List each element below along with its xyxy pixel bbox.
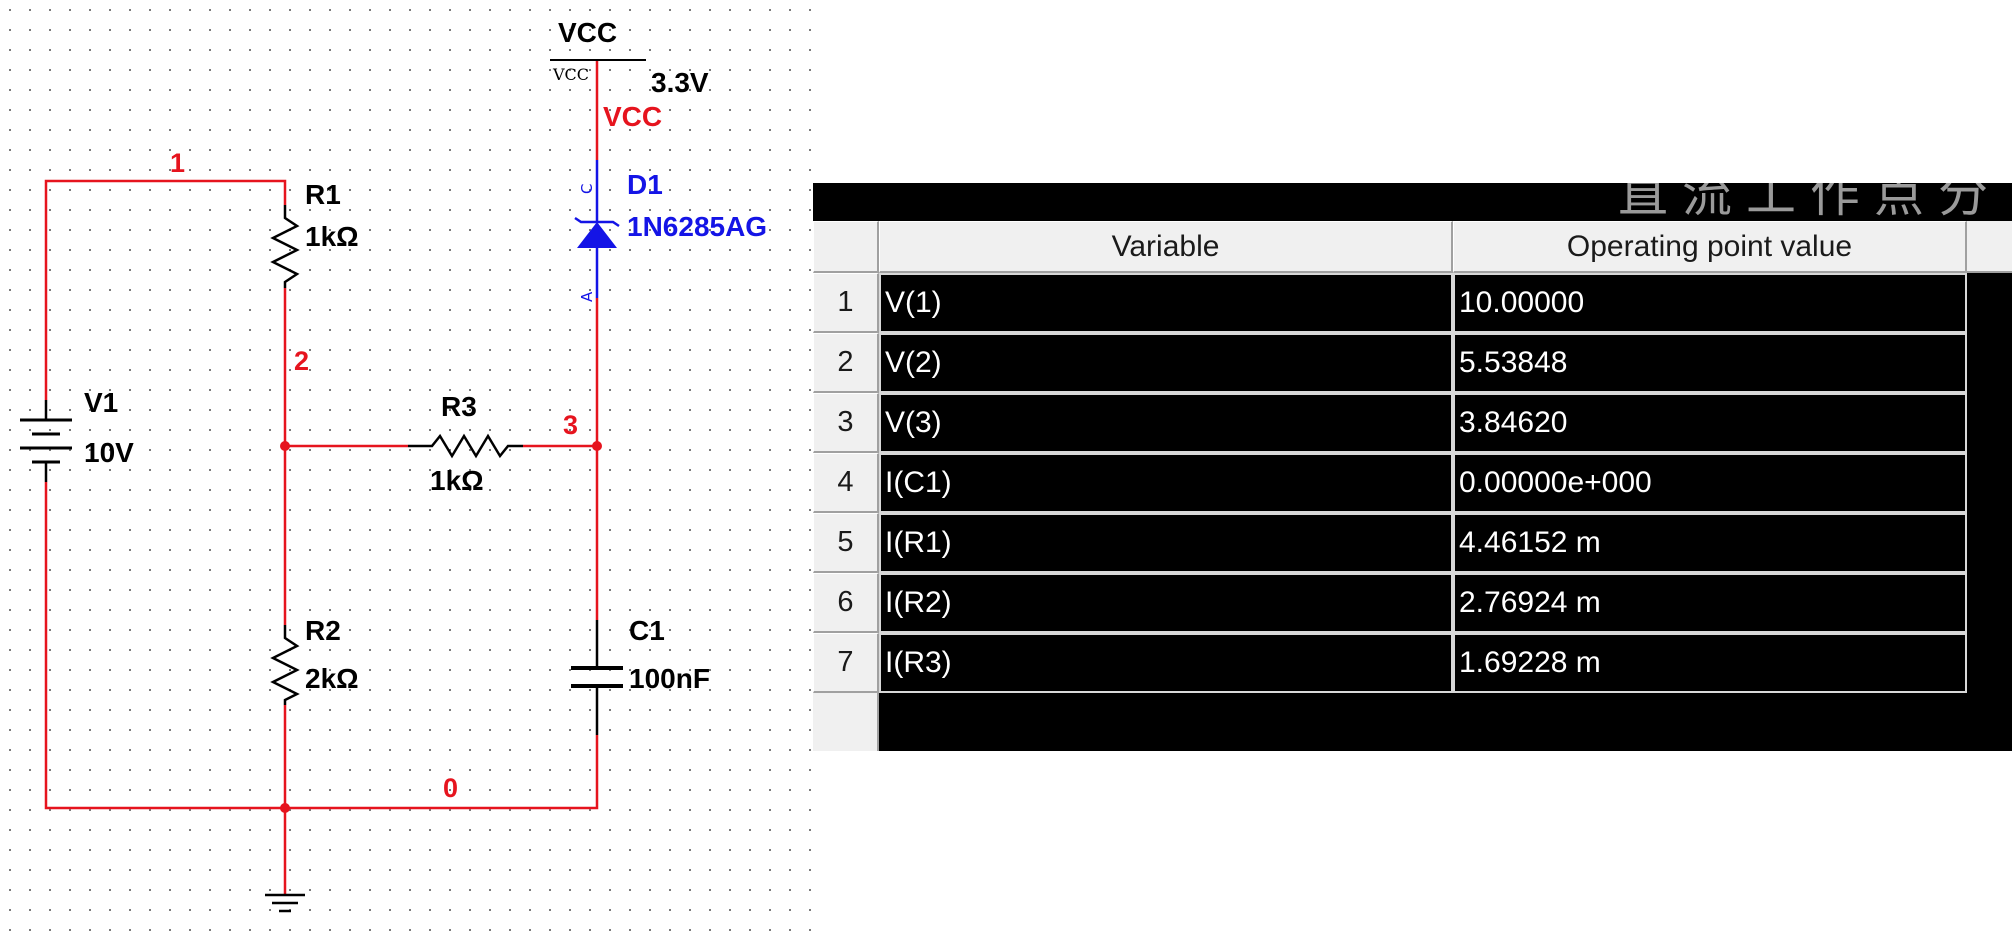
row-header[interactable]: 6 — [813, 573, 879, 633]
value-cell[interactable]: 10.00000 — [1453, 273, 1967, 333]
zener-diode-d1[interactable] — [574, 160, 620, 298]
header-filler — [1967, 221, 2012, 273]
value-cell[interactable]: 3.84620 — [1453, 393, 1967, 453]
v1-value-label: 10V — [84, 437, 134, 468]
blank-row-header — [813, 693, 879, 751]
value-cell[interactable]: 0.00000e+000 — [1453, 453, 1967, 513]
row-header[interactable]: 3 — [813, 393, 879, 453]
c1-ref-label: C1 — [629, 615, 665, 646]
vcc-net-label: VCC — [603, 101, 662, 132]
variable-cell[interactable]: I(R2) — [879, 573, 1453, 633]
resistor-r3[interactable] — [408, 433, 523, 459]
corner-header[interactable] — [813, 221, 879, 273]
node-2-label: 2 — [294, 346, 309, 376]
node-1-label: 1 — [170, 148, 185, 178]
row-header[interactable]: 4 — [813, 453, 879, 513]
node-3-label: 3 — [563, 410, 578, 440]
column-header-operating-point-value[interactable]: Operating point value — [1453, 221, 1967, 273]
r2-value-label: 2kΩ — [305, 663, 359, 694]
variable-cell[interactable]: V(1) — [879, 273, 1453, 333]
vcc-pin-label: VCC — [552, 65, 589, 84]
row-header[interactable]: 7 — [813, 633, 879, 693]
value-cell[interactable]: 2.76924 m — [1453, 573, 1967, 633]
d1-ref-label: D1 — [627, 169, 663, 200]
d1-pin-c-label: C — [578, 184, 596, 194]
panel-title: 直流工作点分 — [1618, 183, 2002, 221]
junction-node-2 — [280, 441, 290, 451]
r3-value-label: 1kΩ — [430, 465, 484, 496]
variable-cell[interactable]: I(C1) — [879, 453, 1453, 513]
vcc-voltage-label: 3.3V — [651, 67, 709, 98]
node-0-label: 0 — [443, 773, 458, 803]
row-header[interactable]: 1 — [813, 273, 879, 333]
junction-node-0 — [280, 803, 290, 813]
variable-cell[interactable]: V(3) — [879, 393, 1453, 453]
grid-background — [0, 0, 813, 936]
capacitor-c1[interactable] — [571, 620, 623, 735]
r2-ref-label: R2 — [305, 615, 341, 646]
d1-pin-a-label: A — [578, 291, 596, 302]
c1-value-label: 100nF — [629, 663, 710, 694]
junction-node-3 — [592, 441, 602, 451]
variable-cell[interactable]: I(R1) — [879, 513, 1453, 573]
r1-value-label: 1kΩ — [305, 221, 359, 252]
row-header[interactable]: 2 — [813, 333, 879, 393]
column-header-variable[interactable]: Variable — [879, 221, 1453, 273]
value-cell[interactable]: 5.53848 — [1453, 333, 1967, 393]
value-cell[interactable]: 4.46152 m — [1453, 513, 1967, 573]
variable-cell[interactable]: V(2) — [879, 333, 1453, 393]
row-header[interactable]: 5 — [813, 513, 879, 573]
r1-ref-label: R1 — [305, 179, 341, 210]
value-cell[interactable]: 1.69228 m — [1453, 633, 1967, 693]
r3-ref-label: R3 — [441, 391, 477, 422]
wires — [44, 60, 599, 895]
variable-cell[interactable]: I(R3) — [879, 633, 1453, 693]
d1-value-label: 1N6285AG — [627, 211, 767, 242]
panel-title-strip: 直流工作点分 — [813, 183, 2012, 221]
ground-icon — [265, 893, 305, 913]
blank-grid-area — [879, 693, 2012, 751]
resistor-r1[interactable] — [270, 205, 300, 288]
v1-ref-label: V1 — [84, 387, 118, 418]
vcc-label: VCC — [558, 17, 617, 48]
resistor-r2[interactable] — [270, 625, 300, 705]
battery-v1[interactable] — [20, 400, 72, 482]
